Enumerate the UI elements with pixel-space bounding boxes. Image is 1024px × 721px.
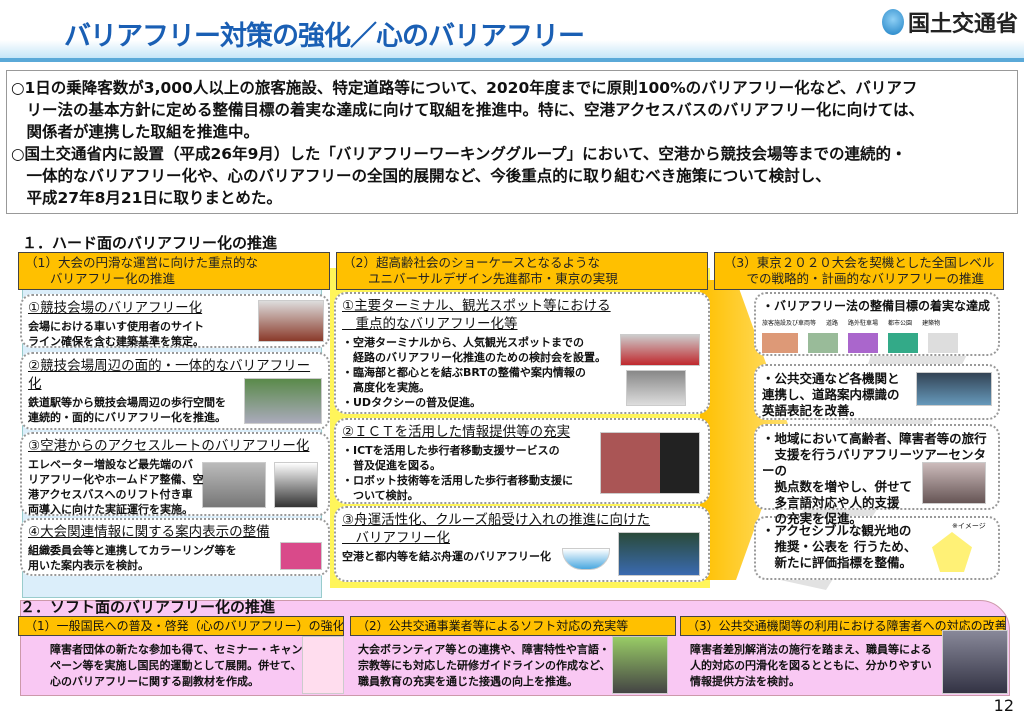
col1-card: ②競技会場周辺の面的・一体的なバリアフリー化鉄道駅等から競技会場周辺の歩行空間を…: [20, 352, 330, 430]
park-icon: [888, 333, 918, 353]
col1-card: ③空港からのアクセスルートのバリアフリー化エレベーター増設など最先端のバ リアフ…: [20, 432, 330, 516]
parking-icon: [848, 333, 878, 353]
col1-card: ①競技会場のバリアフリー化会場における車いす使用者のサイト ライン確保を含む建築…: [20, 294, 330, 348]
card-title: ④大会関連情報に関する案内表示の整備: [28, 524, 270, 540]
harbor-photo: [618, 532, 700, 576]
facility-label: 建築物: [922, 320, 941, 327]
mlit-emblem-icon: [881, 9, 904, 35]
bus-photo: [274, 462, 318, 508]
header-divider: [0, 58, 1024, 62]
road-icon: [808, 333, 838, 353]
facility-label: 路外駐車場: [848, 320, 879, 327]
street-photo: [244, 378, 322, 424]
facility-label: 旅客施設及び車両等: [762, 320, 817, 327]
card-title: ③空港からのアクセスルートのバリアフリー化: [28, 438, 310, 454]
intro-paragraph: ○1日の乗降客数が3,000人以上の旅客施設、特定道路等について、2020年度ま…: [11, 79, 924, 141]
card-body: 組織委員会等と連携してカラーリング等を 用いた案内表示を検討。: [28, 544, 237, 572]
col3-card: ・バリアフリー法の整備目標の着実な達成 旅客施設及び車両等 道路 路外駐車場 都市公園…: [754, 292, 1000, 356]
card-title: ③舟運活性化、クルーズ船受け入れの推進に向けた バリアフリー化: [342, 512, 651, 546]
sign-photo: [280, 542, 322, 570]
venue-photo: [258, 300, 324, 342]
card-body: 会場における車いす使用者のサイト ライン確保を含む建築基準を策定。: [28, 320, 204, 348]
col3-card: ・アクセシブルな観光地の 推奨・公表を 行うため、 新たに評価指標を整備。 ※イメ…: [754, 516, 1000, 580]
page-title: バリアフリー対策の強化／心のバリアフリー: [64, 21, 585, 52]
section2-text: 障害者団体の新たな参加も得て、セミナー・キャン ペーン等を実施し国民的運動として…: [50, 643, 303, 688]
section2-header: （1）一般国民への普及・啓発（心のバリアフリー）の強化: [18, 616, 344, 636]
image-note: ※イメージ: [952, 522, 986, 530]
ict-navigation-image: [600, 432, 700, 494]
card-body: エレベーター増設など最先端のバ リアフリー化やホームドア整備、空 港アクセスバス…: [28, 458, 204, 516]
section2-text: 障害者差別解消法の施行を踏まえ、職員等による 人的対応の円滑化を図るとともに、分…: [690, 643, 932, 688]
card-body: 鉄道駅等から競技会場周辺の歩行空間を 連続的・面的にバリアフリー化を推進。: [28, 396, 226, 424]
col2-header: （2）超高齢社会のショーケースとなるような ユニバーサルデザイン先進都市・東京の…: [336, 252, 708, 290]
platform-photo: [202, 462, 266, 508]
staff-assist-photo: [942, 630, 1008, 694]
col3-card: ・公共交通など各機関と 連携し、道路案内標識の 英語表記を改善。: [754, 364, 1000, 420]
transport-icon: [762, 333, 798, 353]
card-body: ・バリアフリー法の整備目標の着実な達成: [762, 299, 991, 313]
section2-text: 大会ボランティア等との連携や、障害特性や言語・ 宗教等にも対応した研修ガイドライ…: [358, 643, 611, 688]
col3-header: （3）東京２０２０大会を契機とした全国レベル での戦略的・計画的なバリアフリーの…: [714, 252, 1004, 290]
section2-header: （2）公共交通事業者等によるソフト対応の充実等: [350, 616, 676, 636]
card-body: ・公共交通など各機関と 連携し、道路案内標識の 英語表記を改善。: [762, 371, 900, 418]
header-band: [0, 40, 1024, 60]
col2-card: ③舟運活性化、クルーズ船受け入れの推進に向けた バリアフリー化空港と都内等を結ぶ…: [334, 506, 710, 582]
card-title: ①競技会場のバリアフリー化: [28, 300, 203, 316]
col2-card: ②ＩＣＴを活用した情報提供等の充実・ICTを活用した歩行者移動支援サービスの 普…: [334, 418, 710, 504]
col1-card: ④大会関連情報に関する案内表示の整備組織委員会等と連携してカラーリング等を 用い…: [20, 518, 330, 576]
card-title: ②ＩＣＴを活用した情報提供等の充実: [342, 424, 571, 440]
card-body: ・地域において高齢者、障害者等の旅行 支援を行うバリアフリーツアーセンターの 拠…: [762, 431, 987, 526]
col3-card: ・地域において高齢者、障害者等の旅行 支援を行うバリアフリーツアーセンターの 拠…: [754, 424, 1000, 526]
section2-header: （3）公共交通機関等の利用における障害者への対応の改善: [680, 616, 1006, 636]
section2-heading: ２．ソフト面のバリアフリー化の推進: [20, 598, 276, 616]
card-body: ・ICTを活用した歩行者移動支援サービスの 普及促進を図る。 ・ロボット技術等を…: [342, 444, 573, 502]
facility-label: 都市公園: [888, 320, 913, 327]
page-number: 12: [993, 696, 1014, 715]
ud-taxi-photo: [626, 370, 686, 406]
card-title: ①主要ターミナル、観光スポット等における 重点的なバリアフリー化等: [342, 298, 611, 332]
card-body: ・アクセシブルな観光地の 推奨・公表を 行うため、 新たに評価指標を整備。: [762, 523, 917, 570]
facility-label: 道路: [826, 320, 839, 327]
guideline-image: [612, 636, 668, 694]
ministry-logo: 国土交通省: [881, 6, 1018, 38]
section1-heading: １．ハード面のバリアフリー化の推進: [22, 234, 278, 252]
col2-card: ①主要ターミナル、観光スポット等における 重点的なバリアフリー化等・空港ターミナ…: [334, 292, 710, 414]
card-body: ・空港ターミナルから、人気観光スポットまでの 経路のバリアフリー化推進のための検…: [342, 336, 606, 409]
card-title: ②競技会場周辺の面的・一体的なバリアフリー化: [28, 358, 311, 392]
card-body: 空港と都内等を結ぶ舟運のバリアフリー化: [342, 550, 551, 563]
building-icon: [928, 333, 958, 353]
col1-header: （1）大会の円滑な運営に向けた重点的な バリアフリー化の推進: [18, 252, 330, 290]
brt-bus-photo: [620, 334, 700, 366]
booklet-image: [302, 636, 344, 694]
road-sign-photo: [916, 372, 992, 406]
tour-center-photo: [922, 462, 986, 504]
ministry-name: 国土交通省: [907, 12, 1018, 37]
intro-box: ○1日の乗降客数が3,000人以上の旅客施設、特定道路等について、2020年度ま…: [6, 70, 1018, 214]
intro-paragraph: ○国土交通省内に設置（平成26年9月）した「バリアフリーワーキンググループ」にお…: [11, 145, 907, 207]
